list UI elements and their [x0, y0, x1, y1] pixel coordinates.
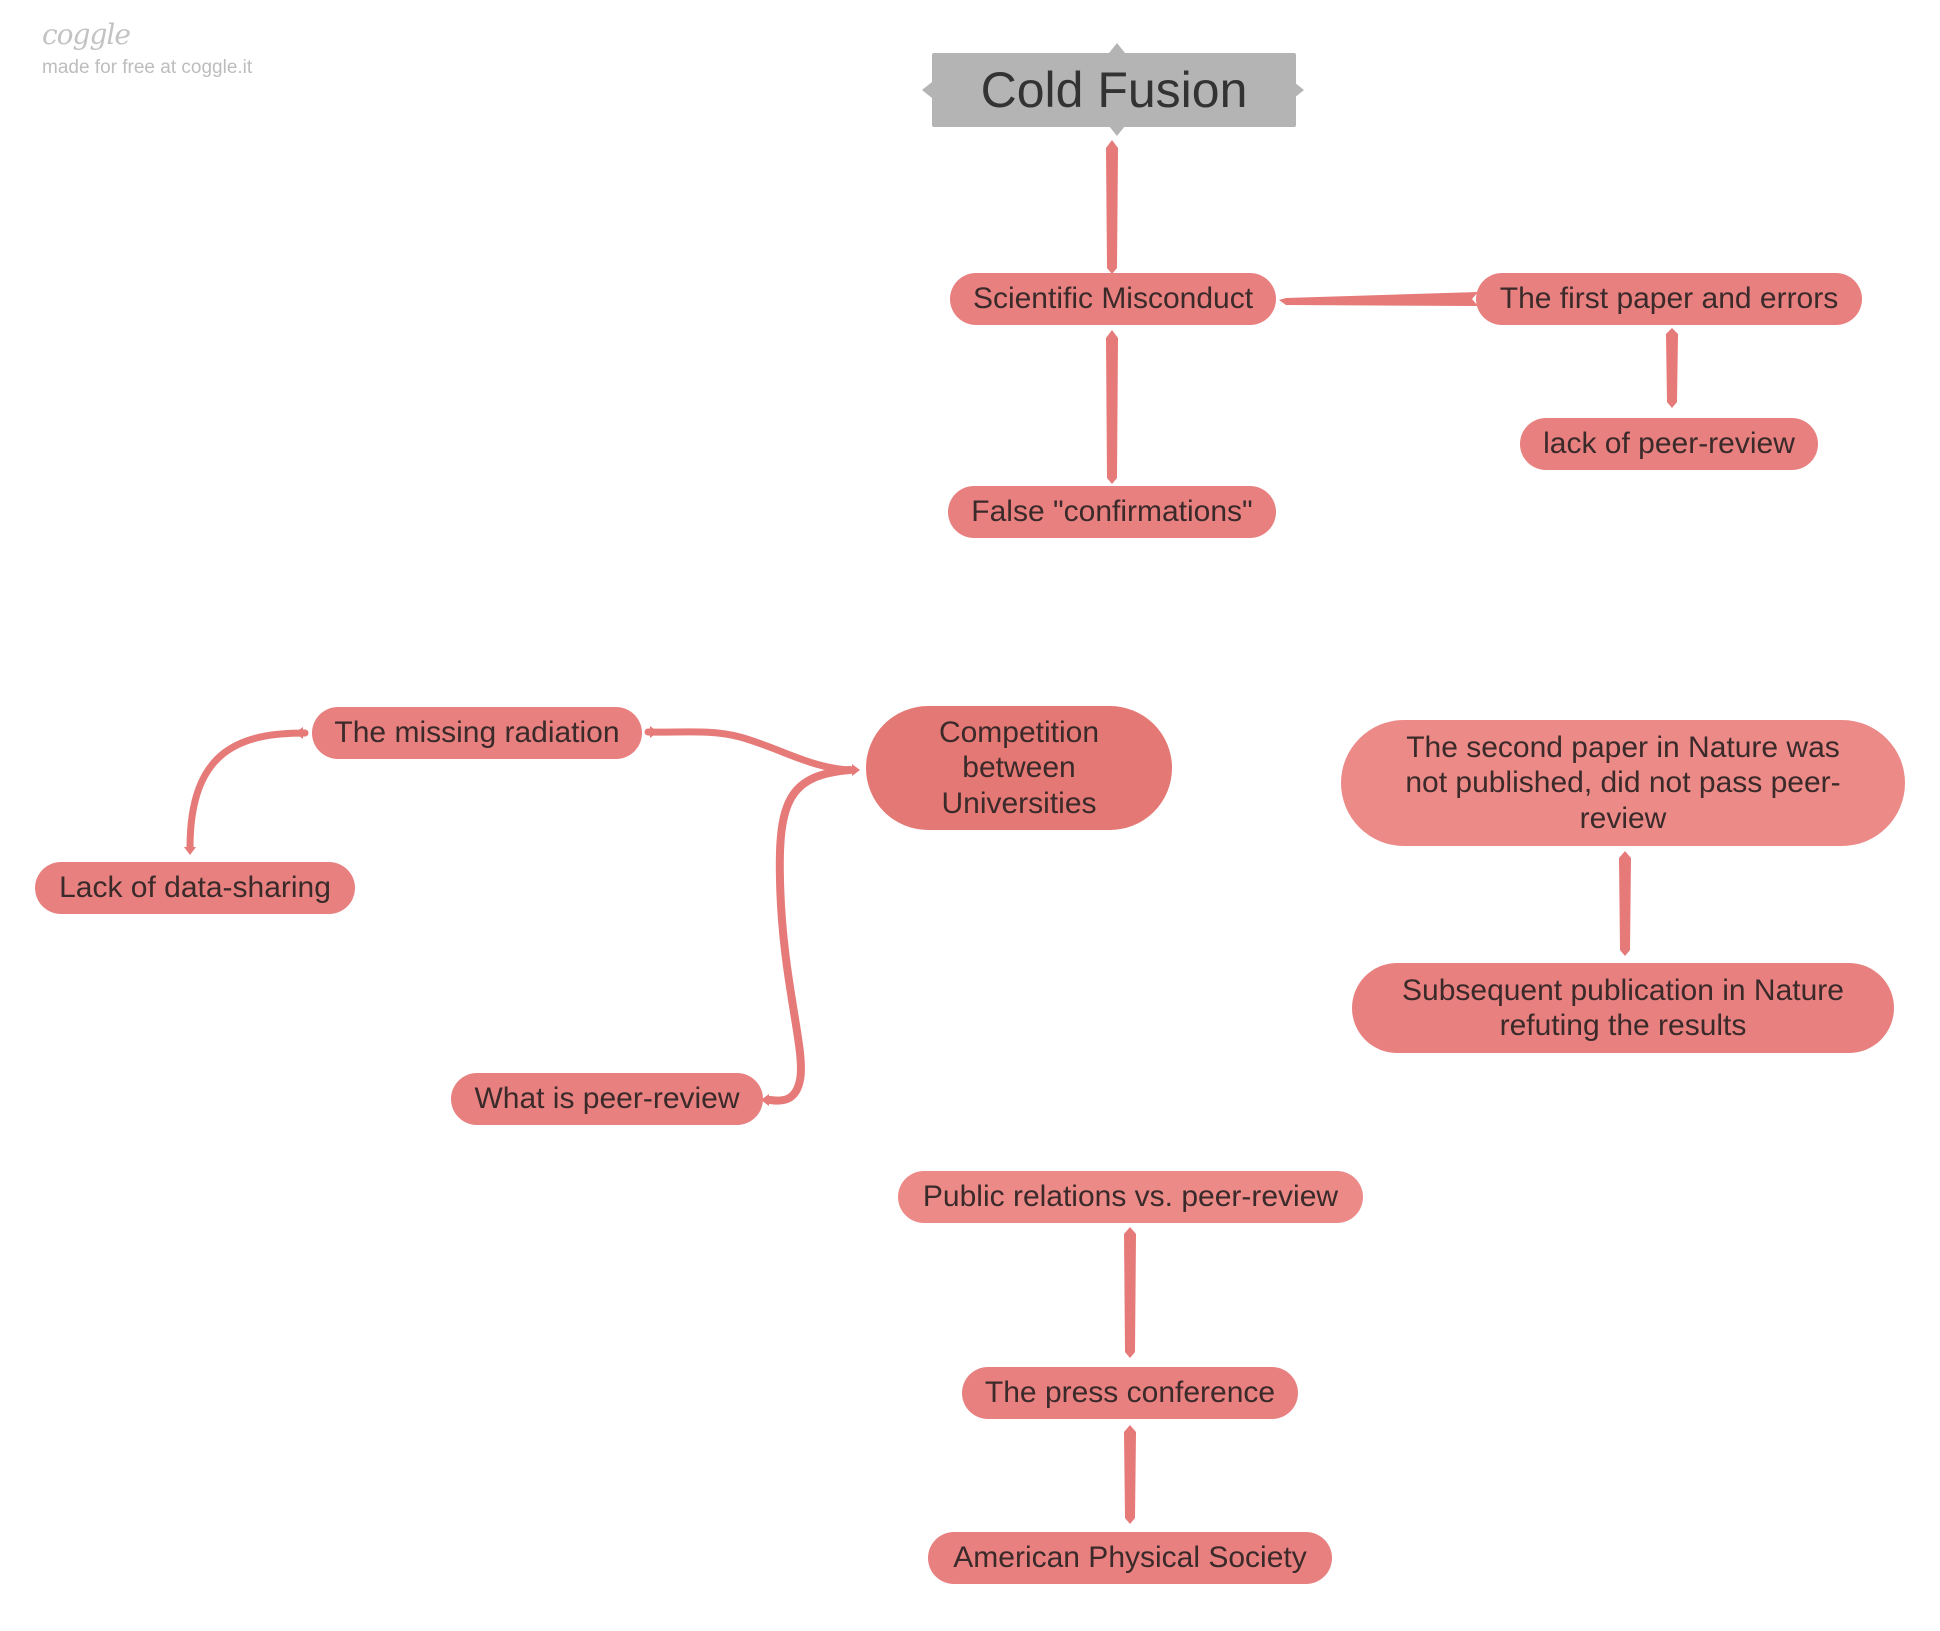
node-what-is-peer-review[interactable]: What is peer-review [451, 1073, 763, 1125]
coggle-branding: coggle made for free at coggle.it [42, 18, 252, 79]
node-first-paper[interactable]: The first paper and errors [1476, 273, 1862, 325]
root-node-cold-fusion[interactable]: Cold Fusion [932, 53, 1296, 127]
coggle-logo: coggle [42, 18, 131, 51]
arrow-tip-competition [852, 764, 860, 776]
node-missing-radiation[interactable]: The missing radiation [312, 707, 642, 759]
connector-press-to-aps [1124, 1425, 1136, 1524]
node-public-relations-vs-peer-review[interactable]: Public relations vs. peer-review [898, 1171, 1363, 1223]
root-handle-left[interactable] [922, 82, 932, 98]
arrow-tip-what-is-peer-review [761, 1094, 769, 1106]
node-lack-of-data-sharing[interactable]: Lack of data-sharing [35, 862, 355, 914]
node-lack-of-peer-review[interactable]: lack of peer-review [1520, 418, 1818, 470]
root-handle-up[interactable] [1109, 43, 1125, 53]
connector-competition-to-what-is-peer-review [766, 766, 854, 1105]
node-press-conference[interactable]: The press conference [962, 1367, 1298, 1419]
node-american-physical-society[interactable]: American Physical Society [928, 1532, 1332, 1584]
node-subsequent-publication[interactable]: Subsequent publication in Nature refutin… [1352, 963, 1894, 1053]
node-competition-between-universities[interactable]: Competition between Universities [866, 706, 1172, 830]
root-handle-down[interactable] [1109, 126, 1125, 136]
connector-misconduct-to-false-confirmations [1106, 330, 1118, 484]
node-scientific-misconduct[interactable]: Scientific Misconduct [950, 273, 1276, 325]
connector-root-to-misconduct [1106, 140, 1118, 274]
node-false-confirmations[interactable]: False "confirmations" [948, 486, 1276, 538]
connector-second-paper-to-subsequent [1619, 851, 1631, 956]
root-handle-right[interactable] [1294, 82, 1304, 98]
coggle-tagline: made for free at coggle.it [42, 57, 253, 78]
connector-firstpaper-to-lack-peer-review [1666, 328, 1678, 408]
arrow-tip-data-sharing [184, 847, 196, 855]
arrow-tip-radiation-right [650, 726, 658, 738]
node-second-paper-not-published[interactable]: The second paper in Nature was not publi… [1341, 720, 1905, 846]
arrow-tip-radiation [295, 727, 303, 739]
connector-radiation-to-data-sharing [186, 729, 309, 852]
connector-firstpaper-to-misconduct [1279, 292, 1478, 306]
connector-competition-to-radiation [644, 728, 854, 774]
connector-pr-to-press [1124, 1227, 1136, 1358]
